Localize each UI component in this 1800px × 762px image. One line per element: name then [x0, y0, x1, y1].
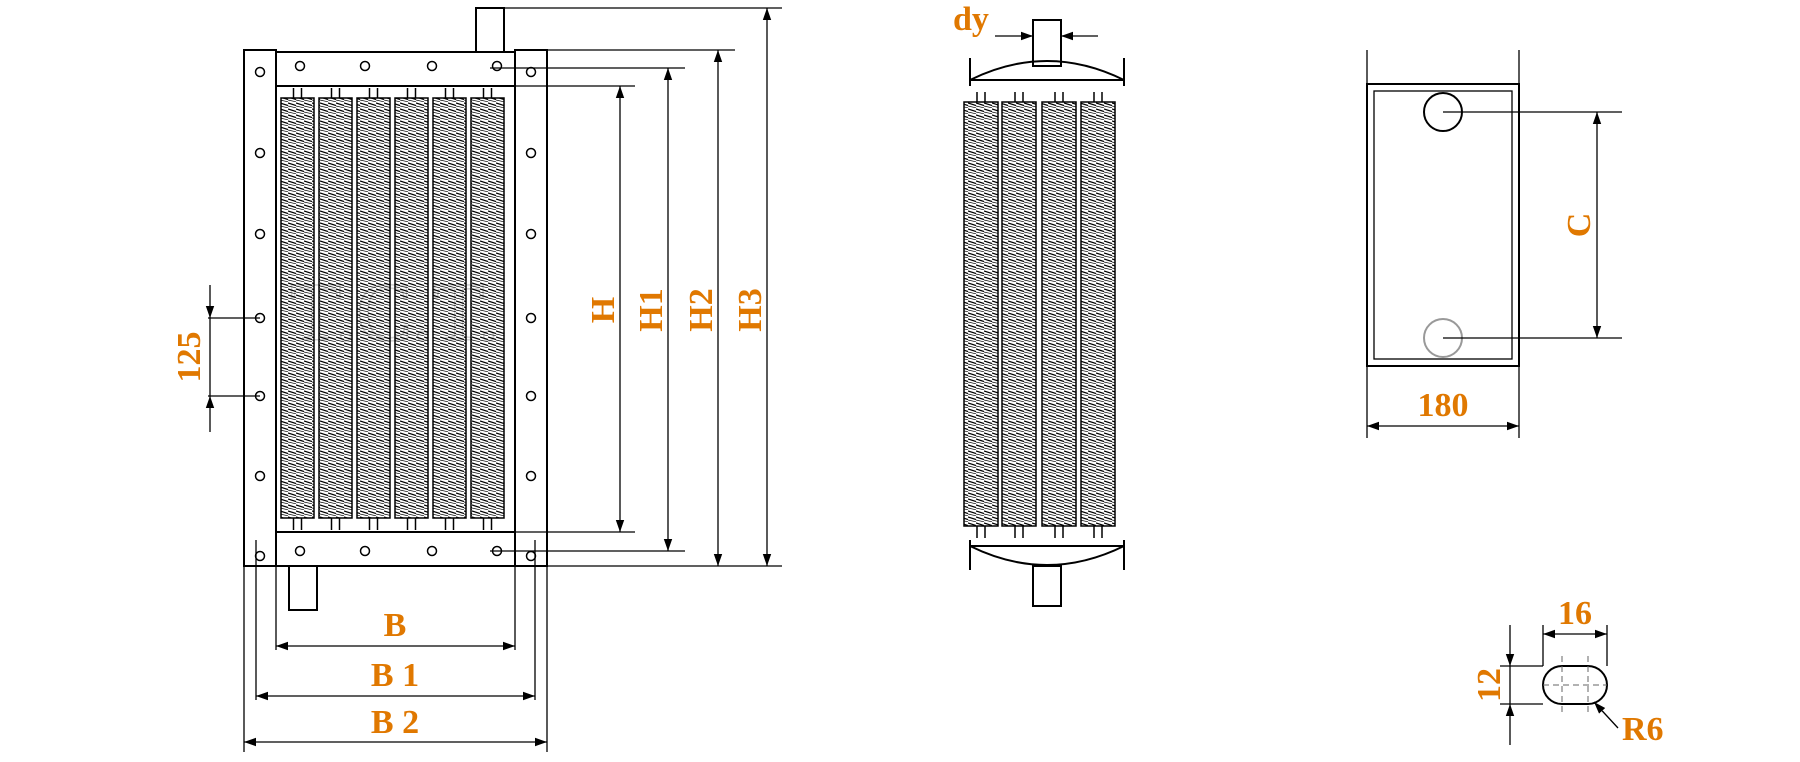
rail-hole-right — [525, 66, 537, 78]
top-header — [275, 51, 516, 87]
finned-tube — [1080, 101, 1116, 527]
side-bottom-nozzle — [1032, 565, 1062, 607]
finned-tubes-side — [963, 92, 1116, 538]
label-12: 12 — [1471, 668, 1508, 702]
header-hole-top — [359, 60, 371, 72]
label-R6: R6 — [1622, 711, 1664, 748]
front-view: T.C.T. — [171, 7, 782, 752]
finned-tube — [1041, 101, 1077, 527]
finned-tube — [1001, 101, 1037, 527]
label-B1: B 1 — [371, 657, 419, 694]
flange-inner — [1373, 90, 1513, 360]
label-H3: H3 — [732, 288, 769, 331]
label-H2: H2 — [683, 288, 720, 331]
left-mounting-rail — [243, 49, 277, 567]
rail-hole-right — [525, 550, 537, 562]
side-top-header — [969, 60, 1125, 81]
header-hole-top — [426, 60, 438, 72]
finned-tube — [318, 97, 353, 519]
label-16: 16 — [1558, 595, 1592, 632]
leader-R6 — [1593, 701, 1619, 729]
label-dy: dy — [953, 1, 989, 38]
header-hole-bottom — [294, 545, 306, 557]
header-hole-bottom — [359, 545, 371, 557]
rail-hole-left — [254, 470, 266, 482]
extension-lines-front — [208, 7, 782, 752]
rail-hole-right — [525, 470, 537, 482]
side-view: dy — [953, 1, 1125, 607]
label-180: 180 — [1418, 387, 1469, 424]
top-pipe-nozzle — [475, 7, 505, 53]
header-holes — [294, 60, 503, 557]
finned-tube — [963, 101, 999, 527]
rail-hole-right — [525, 228, 537, 240]
rail-hole-right — [525, 147, 537, 159]
label-H: H — [585, 297, 622, 323]
flange-view: C 180 — [1366, 50, 1622, 438]
rail-hole-right — [525, 312, 537, 324]
rail-hole-left — [254, 66, 266, 78]
finned-tube — [356, 97, 391, 519]
bottom-pipe-nozzle — [288, 565, 318, 611]
label-B2: B 2 — [371, 704, 419, 741]
header-hole-top — [294, 60, 306, 72]
side-bottom-header — [969, 545, 1125, 566]
rail-hole-right — [525, 390, 537, 402]
finned-tube — [280, 97, 315, 519]
finned-tube — [394, 97, 429, 519]
flange-outer — [1366, 83, 1520, 367]
bottom-header — [275, 531, 516, 567]
rail-hole-left — [254, 228, 266, 240]
finned-tube — [470, 97, 505, 519]
label-H1: H1 — [633, 288, 670, 331]
finned-tubes-front — [280, 88, 505, 530]
rail-hole-left — [254, 147, 266, 159]
label-B: B — [384, 607, 407, 644]
label-pitch-125: 125 — [171, 332, 208, 383]
label-C: C — [1561, 213, 1598, 238]
header-hole-bottom — [426, 545, 438, 557]
slot-detail: 16 12 R6 — [1471, 595, 1664, 748]
header-hole-top — [491, 60, 503, 72]
rail-hole-left — [254, 550, 266, 562]
side-top-nozzle — [1032, 19, 1062, 67]
finned-tube — [432, 97, 467, 519]
right-mounting-rail — [514, 49, 548, 567]
